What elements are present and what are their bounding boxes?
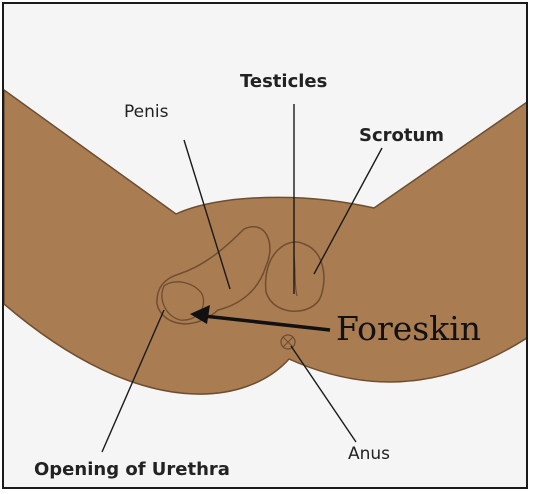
label-penis: Penis <box>124 102 168 122</box>
diagram-frame: Testicles Penis Scrotum Foreskin Anus Op… <box>2 2 528 489</box>
label-scrotum: Scrotum <box>359 125 444 146</box>
label-foreskin: Foreskin <box>336 309 481 348</box>
label-urethra: Opening of Urethra <box>34 459 230 480</box>
label-testicles: Testicles <box>240 71 327 92</box>
label-anus: Anus <box>348 444 390 464</box>
